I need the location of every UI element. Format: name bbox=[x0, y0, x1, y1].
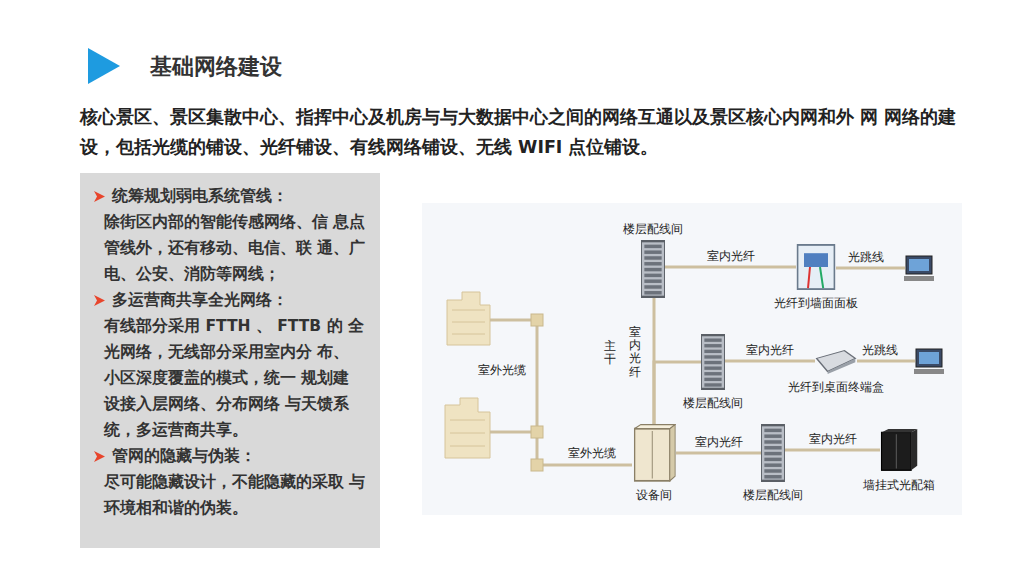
bullet-heading-text: 统筹规划弱电系统管线： bbox=[112, 187, 288, 205]
cab-icon bbox=[632, 424, 676, 482]
rack-icon bbox=[701, 334, 725, 390]
building-top bbox=[447, 292, 490, 345]
bullet-heading: 统筹规划弱电系统管线： bbox=[92, 183, 370, 209]
term-icon bbox=[815, 348, 857, 374]
equipment-label: 楼层配线间 bbox=[623, 222, 683, 237]
bullet-heading: 管网的隐藏与伪装： bbox=[92, 443, 370, 469]
fiber-connector bbox=[725, 360, 815, 363]
box-icon bbox=[880, 428, 918, 472]
junction-squares bbox=[531, 314, 543, 471]
equipment-node: 楼层配线间 bbox=[701, 334, 725, 390]
connector-label: 室内光纤 bbox=[744, 343, 796, 358]
title-triangle bbox=[88, 48, 120, 84]
bullet-heading-text: 多运营商共享全光网络： bbox=[112, 291, 288, 309]
connector-label: 室内光纤 bbox=[807, 432, 859, 447]
intro-paragraph: 核心景区、景区集散中心、指挥中心及机房与与大数据中心之间的网络互通以及景区核心内… bbox=[80, 102, 960, 162]
outdoor-cable-label: 室外光缆 bbox=[566, 446, 618, 461]
wall-icon bbox=[796, 244, 836, 290]
equipment-label: 墙挂式光配箱 bbox=[863, 478, 935, 493]
rack-icon bbox=[761, 424, 785, 482]
equipment-label: 光纤到墙面面板 bbox=[774, 296, 858, 311]
outdoor-cable-label: 室外光缆 bbox=[476, 363, 528, 378]
bullet-body: 尽可能隐藏设计，不能隐藏的采取 与环境相和谐的伪装。 bbox=[104, 469, 370, 521]
bullet-body: 有线部分采用 FTTH 、 FTTB 的 全 光网络，无线部分采用室内分 布、 … bbox=[104, 313, 370, 443]
fiber-connector bbox=[785, 449, 880, 452]
equipment-label: 楼层配线间 bbox=[743, 488, 803, 503]
bullet-arrow bbox=[94, 451, 105, 462]
equipment-label: 楼层配线间 bbox=[683, 396, 743, 411]
patch-cord-label: 光跳线 bbox=[846, 250, 886, 265]
equipment-node: 光纤到墙面面板 bbox=[796, 244, 836, 290]
rack-icon bbox=[641, 240, 665, 298]
slide-title: 基础网络建设 bbox=[150, 52, 282, 82]
connector-label: 室内光纤 bbox=[705, 249, 757, 264]
equipment-node: 光纤到桌面终端盒 bbox=[815, 348, 857, 374]
computer-middle bbox=[914, 349, 944, 374]
equipment-label: 设备间 bbox=[636, 488, 672, 503]
computer-top bbox=[904, 256, 934, 281]
bullet-arrow bbox=[94, 191, 105, 202]
equipment-node: 设备间 bbox=[632, 424, 676, 482]
bullet-arrow bbox=[94, 295, 105, 306]
text-panel: 统筹规划弱电系统管线： 除街区内部的智能传感网络、信 息点管线外，还有移动、电信、… bbox=[80, 173, 380, 548]
equipment-node: 墙挂式光配箱 bbox=[880, 428, 918, 472]
fiber-connector bbox=[654, 362, 701, 424]
backbone-label: 主干 bbox=[604, 340, 616, 366]
equipment-node: 楼层配线间 bbox=[641, 240, 665, 298]
fiber-connector bbox=[676, 452, 761, 455]
fiber-label: 室内光纤 bbox=[629, 326, 641, 379]
bullet-heading-text: 管网的隐藏与伪装： bbox=[112, 447, 256, 465]
diagram-ground bbox=[422, 203, 962, 515]
outdoor-cable bbox=[490, 320, 632, 465]
fiber-connector bbox=[665, 266, 796, 269]
patch-cord-label: 光跳线 bbox=[860, 343, 900, 358]
connector-label: 室内光纤 bbox=[693, 435, 745, 450]
bullet-heading: 多运营商共享全光网络： bbox=[92, 287, 370, 313]
equipment-label: 光纤到桌面终端盒 bbox=[788, 380, 884, 395]
patch-cords bbox=[836, 268, 915, 361]
building-bottom bbox=[445, 398, 490, 458]
bullet-body: 除街区内部的智能传感网络、信 息点管线外，还有移动、电信、联 通、广电、公安、消… bbox=[104, 209, 370, 287]
equipment-node: 楼层配线间 bbox=[761, 424, 785, 482]
